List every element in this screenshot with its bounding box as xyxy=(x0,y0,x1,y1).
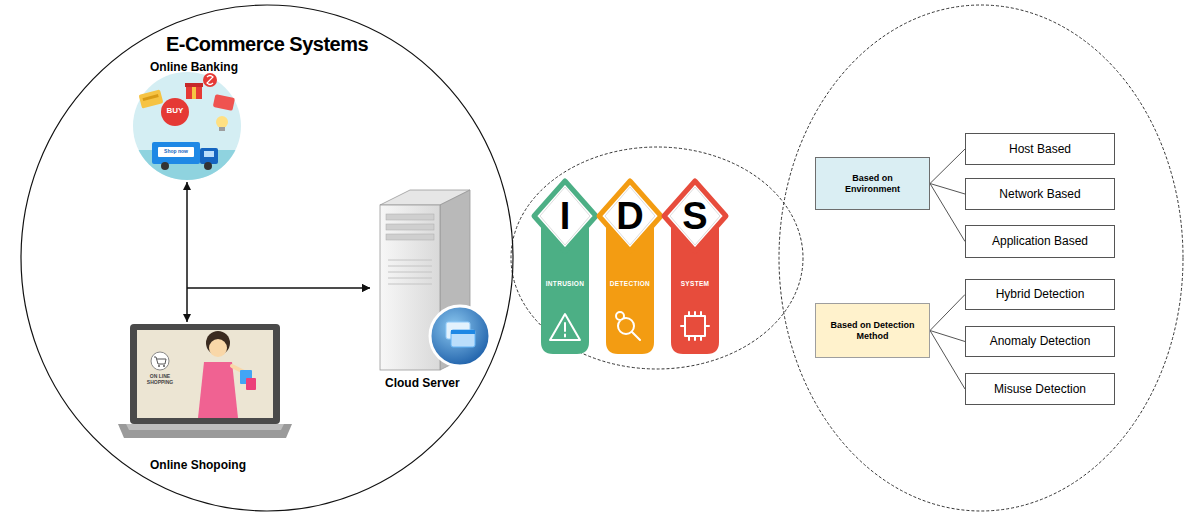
system-circle: Online BankingOnline Shopoing Cloud Serve… xyxy=(20,4,514,512)
laptop-illustration xyxy=(137,330,273,418)
node-label: Based on Environment xyxy=(833,173,913,195)
banking-illustration xyxy=(158,147,194,157)
leaf-box: Hybrid Detection xyxy=(965,279,1115,310)
connector xyxy=(930,184,965,242)
node-label: Hybrid Detection xyxy=(996,287,1085,301)
banking-illustration xyxy=(142,94,158,101)
banking-illustration xyxy=(219,127,225,131)
node-label: Host Based xyxy=(1009,142,1071,156)
server-illustration xyxy=(451,330,475,347)
banking-illustration xyxy=(204,151,214,157)
circle-outline xyxy=(20,4,514,512)
illustration-text: Shop now xyxy=(158,149,194,155)
node-label: S xyxy=(663,194,727,238)
ids-region xyxy=(511,147,803,369)
connector xyxy=(930,149,965,184)
taxonomy-region xyxy=(779,5,1183,511)
laptop-illustration xyxy=(158,365,160,367)
node-label: D xyxy=(598,194,662,238)
server-illustration xyxy=(388,260,432,284)
node-label: Network Based xyxy=(999,187,1080,201)
connector xyxy=(187,182,370,288)
node-subtext: DETECTION xyxy=(598,280,662,288)
server-illustration xyxy=(380,190,490,370)
node-label: Application Based xyxy=(992,234,1088,248)
banking-illustration xyxy=(204,162,212,170)
server-illustration xyxy=(386,234,434,240)
node-label: I xyxy=(533,194,597,238)
server-illustration xyxy=(386,224,434,230)
leaf-box: Host Based xyxy=(965,133,1115,165)
banking-illustration xyxy=(192,86,196,99)
laptop-illustration xyxy=(154,357,166,364)
circle-outline xyxy=(21,5,513,511)
banking-illustration xyxy=(207,76,213,85)
pillar-diamond xyxy=(534,181,596,251)
banking-illustration xyxy=(161,162,169,170)
ids-pillar: I INTRUSION xyxy=(533,176,597,358)
banking-illustration xyxy=(213,94,235,111)
banking-illustration xyxy=(152,142,200,164)
laptop-illustration xyxy=(198,362,238,418)
node-label: Based on Detection Method xyxy=(823,320,923,342)
laptop-illustration xyxy=(130,324,280,424)
laptop-illustration xyxy=(118,424,292,438)
connector xyxy=(930,331,965,390)
pillar-icon xyxy=(616,312,640,340)
banking-illustration xyxy=(120,72,260,190)
leaf-box: Network Based xyxy=(965,178,1115,210)
node-subtext: SYSTEM xyxy=(663,280,727,288)
node-label: Cloud Server xyxy=(385,376,460,390)
node-label: E-Commerce Systems xyxy=(20,32,514,56)
laptop-illustration xyxy=(151,352,169,370)
server-illustration xyxy=(386,214,434,220)
banking-illustration xyxy=(186,86,202,99)
node-label: Misuse Detection xyxy=(994,382,1086,396)
server-node: Cloud Server xyxy=(370,186,496,396)
laptop-illustration xyxy=(163,365,165,367)
pillar-icon xyxy=(681,312,709,340)
leaf-box: Misuse Detection xyxy=(965,373,1115,405)
pillar-diamond xyxy=(664,181,726,251)
banking-illustration xyxy=(216,116,228,128)
banking-illustration xyxy=(185,83,203,87)
server-illustration xyxy=(451,330,475,334)
banking-illustration xyxy=(203,73,217,87)
banking-illustration xyxy=(139,89,164,108)
leaf-box: Application Based xyxy=(965,225,1115,258)
category-box: Based on Detection Method xyxy=(815,303,930,358)
connector xyxy=(187,288,370,322)
shopping-node: Online Shopoing xyxy=(118,322,294,477)
illustration-text: ON LINE SHOPPING xyxy=(138,374,182,386)
connector xyxy=(930,295,965,331)
banking-node: Online Banking xyxy=(125,58,250,182)
node-subtext: INTRUSION xyxy=(533,280,597,288)
node-label: Anomaly Detection xyxy=(990,334,1091,348)
pillar-icon xyxy=(550,314,580,340)
banking-illustration xyxy=(161,98,189,126)
server-illustration xyxy=(430,306,490,366)
leaf-box: Anomaly Detection xyxy=(965,326,1115,357)
node-label: Online Shopoing xyxy=(150,458,246,472)
illustration-text: BUY xyxy=(160,106,190,115)
category-box: Based on Environment xyxy=(815,157,930,210)
ids-pillar: S SYSTEM xyxy=(663,176,727,358)
laptop-illustration xyxy=(209,339,227,357)
pillar-diamond xyxy=(599,181,661,251)
laptop-illustration xyxy=(118,324,292,438)
node-label: Online Banking xyxy=(150,60,238,74)
banking-illustration xyxy=(200,148,218,164)
ids-pillar: D DETECTION xyxy=(598,176,662,358)
laptop-illustration xyxy=(126,424,284,430)
laptop-illustration xyxy=(246,378,256,390)
